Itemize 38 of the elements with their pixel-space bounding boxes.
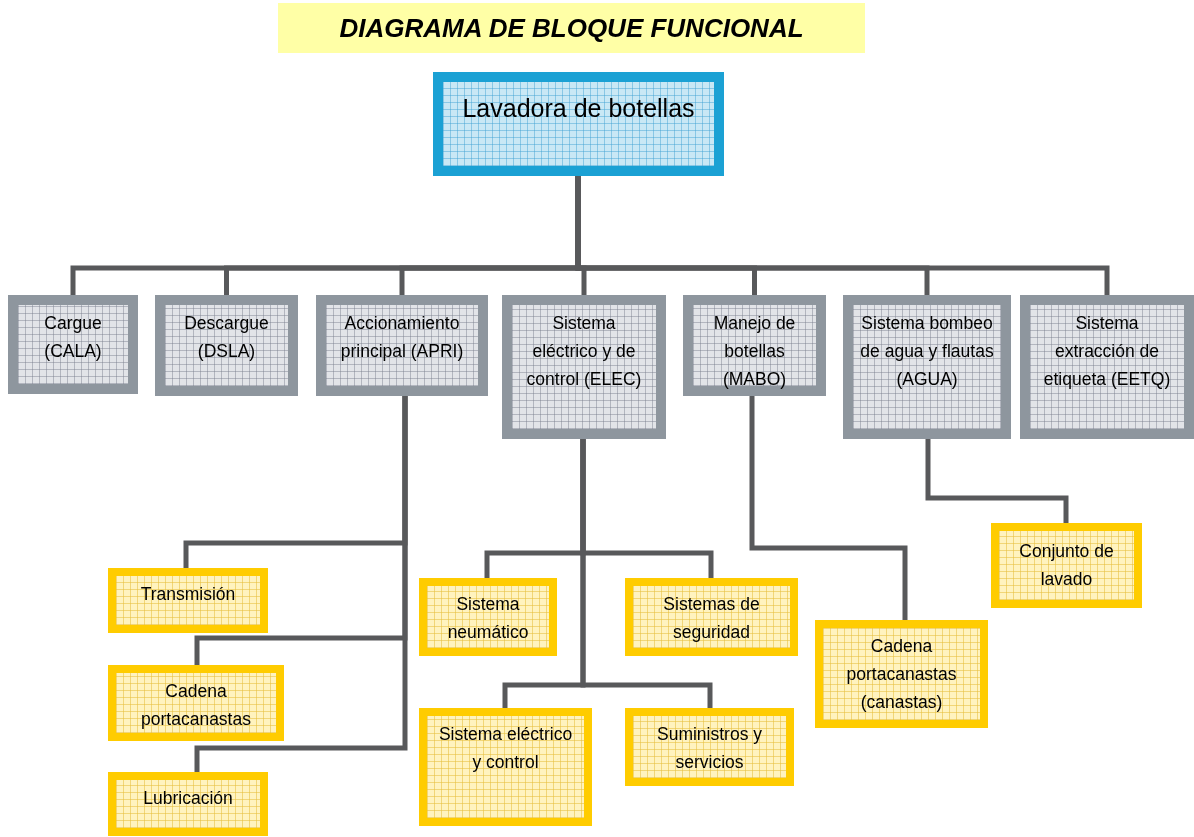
subsystem-box (1020, 295, 1194, 439)
component-box (419, 578, 557, 656)
node-label: Descargue (DSLA) (183, 312, 270, 363)
node-label: Sistema extracción de etiqueta (EETQ) (1042, 312, 1172, 391)
connector-line (194, 396, 408, 772)
component-box (108, 665, 284, 741)
node-label: Sistema eléctrico y control (437, 723, 574, 774)
node-label: Cadena portacanastas (canastas) (845, 635, 958, 714)
node-label: Lubricación (142, 787, 234, 810)
node-label: Sistema neumático (446, 593, 530, 644)
diagram-title: DIAGRAMA DE BLOQUE FUNCIONAL (278, 3, 865, 53)
component-box (625, 708, 794, 786)
node-label: Transmisión (139, 583, 237, 606)
node-label: Sistema bombeo de agua y flautas (AGUA) (859, 312, 995, 391)
subsystem-box (155, 295, 298, 396)
subsystem-box (316, 295, 488, 396)
system-box (433, 72, 724, 176)
component-box (625, 578, 798, 656)
subsystem-box (502, 295, 666, 439)
node-label: Sistemas de seguridad (662, 593, 761, 644)
node-label: Accionamiento principal (APRI) (339, 312, 465, 363)
node-label: Suministros y servicios (656, 723, 763, 774)
node-label: Conjunto de lavado (1018, 540, 1115, 591)
connector-line (925, 439, 1069, 523)
node-label: Cargue (CALA) (43, 312, 103, 363)
connector-line (749, 396, 908, 620)
component-box (419, 708, 592, 826)
node-label: Cadena portacanastas (140, 680, 252, 731)
component-box (991, 523, 1142, 608)
component-box (108, 568, 268, 633)
component-box (108, 772, 268, 836)
subsystem-box (683, 295, 826, 396)
subsystem-box (8, 295, 138, 394)
node-label: Lavadora de botellas (461, 93, 696, 124)
component-box (815, 620, 988, 728)
subsystem-box (843, 295, 1011, 439)
node-label: Manejo de botellas (MABO) (712, 312, 797, 391)
node-label: Sistema eléctrico y de control (ELEC) (525, 312, 643, 391)
